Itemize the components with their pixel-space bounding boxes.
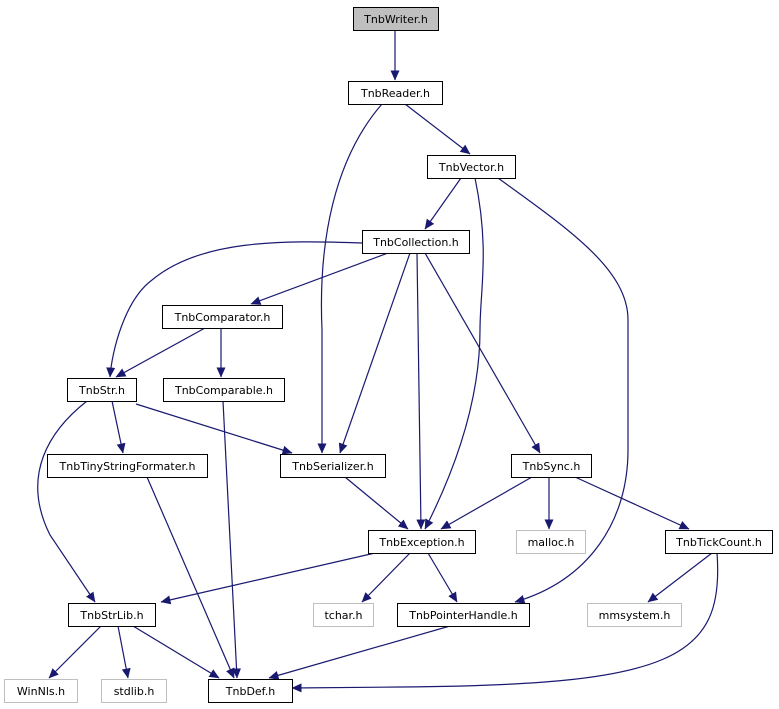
node-box-winnls: [4, 679, 78, 703]
node-collection[interactable]: TnbCollection.h: [362, 230, 470, 254]
node-box-malloc: [516, 530, 586, 554]
node-box-comparable: [163, 378, 285, 402]
node-box-def: [208, 679, 293, 703]
node-label-exception: TnbException.h: [378, 536, 464, 549]
node-box-mmsystem: [587, 603, 682, 627]
node-box-str: [67, 378, 137, 402]
edge-str-to-tinystr: [111, 400, 126, 454]
node-tinystr[interactable]: TnbTinyStringFormater.h: [47, 454, 208, 478]
node-exception[interactable]: TnbException.h: [368, 530, 476, 554]
edge-tickcount-to-def: [291, 552, 719, 693]
node-label-tinystr: TnbTinyStringFormater.h: [59, 460, 196, 473]
edge-reader-to-serializer: [317, 103, 383, 454]
edge-collection-to-comparator: [250, 252, 389, 305]
edge-tinystr-to-def: [146, 476, 235, 679]
edge-sync-to-exception: [440, 476, 533, 530]
node-label-malloc: malloc.h: [528, 536, 575, 549]
node-box-strlib: [68, 603, 156, 627]
node-comparator[interactable]: TnbComparator.h: [162, 305, 283, 329]
node-pointerhandle[interactable]: TnbPointerHandle.h: [397, 603, 530, 627]
node-box-sync: [511, 454, 592, 478]
node-comparable[interactable]: TnbComparable.h: [163, 378, 285, 402]
node-str[interactable]: TnbStr.h: [67, 378, 137, 402]
node-box-tchar: [313, 603, 374, 627]
node-box-exception: [368, 530, 476, 554]
node-strlib[interactable]: TnbStrLib.h: [68, 603, 156, 627]
node-serializer[interactable]: TnbSerializer.h: [280, 454, 386, 478]
node-vector[interactable]: TnbVector.h: [427, 155, 516, 179]
edge-strlib-to-stdlib: [117, 625, 131, 679]
node-box-comparator: [162, 305, 283, 329]
node-label-str: TnbStr.h: [78, 384, 125, 397]
node-box-vector: [427, 155, 516, 179]
edge-exception-to-pointerhandle: [427, 552, 458, 603]
node-tickcount[interactable]: TnbTickCount.h: [665, 530, 773, 554]
edge-collection-to-serializer: [338, 252, 411, 454]
node-label-tickcount: TnbTickCount.h: [675, 536, 762, 549]
edge-pointerhandle-to-def: [268, 625, 451, 680]
node-label-def: TnbDef.h: [225, 685, 275, 698]
node-label-winnls: WinNls.h: [17, 685, 65, 698]
edge-strlib-to-def: [132, 625, 220, 679]
node-box-tickcount: [665, 530, 773, 554]
node-label-reader: TnbReader.h: [360, 87, 430, 100]
edge-collection-to-exception: [416, 252, 426, 530]
node-box-pointerhandle: [397, 603, 530, 627]
edge-comparator-to-str: [115, 327, 206, 378]
edge-vector-to-pointerhandle: [497, 177, 629, 604]
node-label-comparator: TnbComparator.h: [174, 311, 271, 324]
node-label-pointerhandle: TnbPointerHandle.h: [408, 609, 518, 622]
node-malloc: malloc.h: [516, 530, 586, 554]
edge-exception-to-tchar: [361, 552, 411, 603]
node-box-stdlib: [101, 679, 167, 703]
node-box-writer: [353, 7, 439, 31]
edge-vector-to-collection: [424, 177, 462, 230]
edge-str-to-serializer: [135, 403, 293, 455]
node-box-tinystr: [47, 454, 208, 478]
node-label-writer: TnbWriter.h: [363, 13, 428, 26]
node-label-mmsystem: mmsystem.h: [599, 609, 671, 622]
node-writer[interactable]: TnbWriter.h: [353, 7, 439, 31]
node-label-comparable: TnbComparable.h: [174, 384, 273, 397]
edges: [37, 30, 719, 693]
edge-tickcount-to-mmsystem: [647, 552, 713, 603]
node-label-sync: TnbSync.h: [522, 460, 581, 473]
edge-exception-to-strlib: [160, 552, 376, 605]
edge-str-to-strlib: [37, 400, 96, 603]
node-stdlib: stdlib.h: [101, 679, 167, 703]
node-winnls: WinNls.h: [4, 679, 78, 703]
edge-serializer-to-exception: [344, 476, 409, 530]
edge-reader-to-vector: [404, 103, 471, 155]
node-def[interactable]: TnbDef.h: [208, 679, 293, 703]
node-label-vector: TnbVector.h: [438, 161, 504, 174]
node-box-reader: [348, 81, 443, 105]
node-label-collection: TnbCollection.h: [372, 236, 459, 249]
node-tchar: tchar.h: [313, 603, 374, 627]
node-label-strlib: TnbStrLib.h: [79, 609, 143, 622]
edge-comparable-to-def: [222, 400, 242, 679]
edge-sync-to-tickcount: [574, 476, 690, 530]
node-sync[interactable]: TnbSync.h: [511, 454, 592, 478]
edge-vector-to-exception: [424, 177, 484, 530]
node-reader[interactable]: TnbReader.h: [348, 81, 443, 105]
node-box-serializer: [280, 454, 386, 478]
node-mmsystem: mmsystem.h: [587, 603, 682, 627]
edge-collection-to-str: [106, 241, 363, 378]
edge-collection-to-sync: [424, 252, 541, 454]
nodes: TnbWriter.hTnbReader.hTnbVector.hTnbColl…: [4, 7, 773, 703]
node-label-stdlib: stdlib.h: [114, 685, 155, 698]
node-box-collection: [362, 230, 470, 254]
edge-strlib-to-winnls: [48, 625, 102, 679]
node-label-tchar: tchar.h: [324, 609, 362, 622]
node-label-serializer: TnbSerializer.h: [291, 460, 373, 473]
